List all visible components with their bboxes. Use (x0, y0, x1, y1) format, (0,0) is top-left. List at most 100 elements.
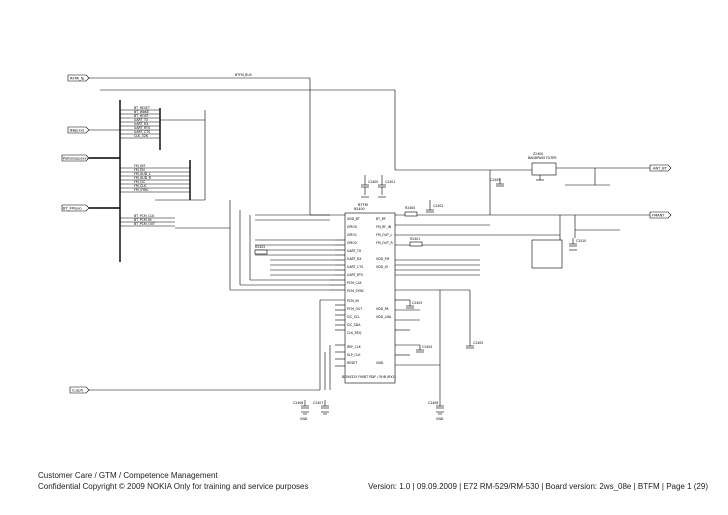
sig-b2-6: FM_SYNC (134, 188, 150, 192)
sig-b2-0: FM_INT (134, 164, 146, 168)
signal-block-2: FM_INT FM_EN FM_AUD_L FM_AUD_R FM_I2C FM… (120, 160, 205, 201)
ic-pin-l8: PCM_CLK (347, 281, 362, 285)
sig-b1-5: UART_RTS (134, 126, 150, 130)
port-rfpa: RFPA_fp (70, 77, 85, 81)
sig-b1-0: BT_RESET (134, 106, 150, 110)
port-cu: Cu(pf) (72, 389, 84, 393)
cap-c2400: C2400 (361, 175, 378, 195)
cap-c2407: C2407 (313, 400, 329, 409)
sig-b3-0: BT_PCM_CLK (134, 214, 155, 218)
cap-c2409: C2409 (490, 178, 504, 187)
ic-pin-r8: GND (376, 361, 384, 365)
cap-c2401-label: C2401 (385, 180, 395, 184)
ic-pin-l17: RESET (347, 361, 357, 365)
signal-block-1: BT_RESET BT_WAKE BT_HOST UART_TX UART_RX… (120, 106, 206, 200)
sig-b1-3: UART_TX (134, 118, 149, 122)
cap-c2402: C2402 (426, 200, 443, 213)
ic-pin-r3: FM_OUT_R (376, 241, 394, 245)
sig-b1-1: BT_WAKE (134, 110, 149, 114)
schematic-diagram: RFPA_fp BBp(xx) PeBusupp(xx) BT_FM(xx) C… (61, 73, 672, 421)
ic-pin-l4: UART_TX (347, 249, 362, 253)
ic-right-wiring (395, 169, 560, 400)
sig-b2-5: FM_CLK (134, 184, 147, 188)
port-ant-bt: ANT_BT (653, 167, 668, 171)
ic-pin-l6: UART_CTS (347, 265, 363, 269)
fm-matching-block (531, 239, 563, 269)
gnd-label-1: GND (300, 417, 308, 421)
footer-version: Version: 1.0 | 09.09.2009 | E72 RM-529/R… (368, 482, 708, 491)
ic-pin-l7: UART_RTS (347, 273, 363, 277)
cap-c2406: C2406 (293, 400, 309, 409)
cap-c2408: C2408 (428, 400, 444, 409)
gnd-label-2: GND (436, 417, 444, 421)
ic-pin-r6: VDD_PA (376, 307, 389, 311)
cap-c2402-label: C2402 (433, 204, 443, 208)
ic-pin-l2: GPIO1 (347, 233, 357, 237)
filter-ref: Z2400 (533, 152, 543, 156)
sig-b1-6: UART_CTS (134, 130, 150, 134)
signal-block-3: BT_PCM_CLK BT_PCM_IN BT_PCM_OUT (120, 200, 231, 290)
sig-b3-1: BT_PCM_IN (134, 218, 152, 222)
footer-department: Customer Care / GTM / Competence Managem… (38, 471, 218, 480)
port-pebus: PeBusupp(xx) (63, 157, 88, 161)
cap-c2406-label: C2406 (293, 401, 303, 405)
main-ic: BTFM N2400 BCM4325 FM/BT PDIF / SHB (RX1… (324, 203, 396, 390)
filter-ic (531, 162, 557, 176)
cap-c2410: C2410 (569, 238, 586, 247)
ic-pin-r2: FM_OUT_L (376, 233, 393, 237)
port-btfm: BT_FM(xx) (63, 207, 82, 211)
cap-c2404: C2404 (416, 345, 432, 353)
cap-c2401: C2401 (378, 175, 395, 195)
cap-c2403-label: C2403 (412, 301, 422, 305)
sig-b2-3: FM_AUD_R (134, 176, 152, 180)
sig-b1-2: BT_HOST (134, 114, 149, 118)
ic-pin-l14: CLK_REQ (347, 331, 362, 335)
ic-pin-l3: GPIO2 (347, 241, 357, 245)
ic-pin-r4: VDD_FM (376, 257, 390, 261)
ic-pin-r1: FM_RF_IN (376, 225, 392, 229)
ic-ref: N2400 (354, 207, 365, 211)
ic-pin-l5: UART_RX (347, 257, 362, 261)
ic-part: BCM4325 FM/BT PDIF / SHB (RX1) (342, 375, 396, 379)
ic-pin-l15: REF_CLK (347, 345, 362, 349)
sig-b2-4: FM_I2C (134, 180, 146, 184)
cap-c2400-label: C2400 (368, 180, 378, 184)
resistors: R2400 R2401 R2402 (254, 206, 423, 255)
resistor-r2401 (409, 241, 423, 247)
net-top-label: BTFM_BUS (235, 73, 252, 77)
ic-pin-l13: I2C_SDA (347, 323, 361, 327)
resistor-r2402 (254, 249, 268, 255)
ic-pin-r5: VDD_IO (376, 265, 389, 269)
port-fmant: FMANT (652, 214, 665, 218)
cap-c2408-label: C2408 (428, 401, 438, 405)
port-bbp: BBp(xx) (70, 129, 85, 133)
ic-pin-l0: VDD_BT (347, 217, 360, 221)
ic-pin-l9: PCM_SYNC (347, 289, 365, 293)
cap-c2409-label: C2409 (490, 178, 500, 182)
cap-c2407-label: C2407 (313, 401, 323, 405)
cap-c2404-label: C2404 (422, 345, 432, 349)
ground-symbols: GND GND (300, 179, 577, 421)
resistor-r2402-label: R2402 (255, 245, 265, 249)
ic-pin-l11: PCM_OUT (347, 307, 362, 311)
resistor-r2401-label: R2401 (410, 237, 420, 241)
sig-b2-1: FM_EN (134, 168, 145, 172)
ic-pin-l16: SLP_CLK (347, 353, 361, 357)
routing-wires (89, 210, 345, 391)
ic-pin-l12: I2C_SCL (347, 315, 360, 319)
resistor-r2400-label: R2400 (405, 206, 415, 210)
footer-copyright: Confidential Copyright © 2009 NOKIA Only… (38, 482, 309, 491)
capacitors: C2400 C2401 C2402 C2403 C2404 C2405 (293, 175, 586, 409)
cap-c2405-label: C2405 (473, 341, 483, 345)
filter-label: BANDPASS FILTER (528, 156, 557, 160)
ic-pin-r0: BT_RF (376, 217, 386, 221)
ic-pin-r7: VDD_LNA (376, 315, 392, 319)
sig-b1-4: UART_RX (134, 122, 149, 126)
top-bus: BTFM_BUS (89, 73, 396, 262)
ic-pin-l10: PCM_IN (347, 299, 359, 303)
resistor-r2400 (404, 211, 418, 217)
rf-section: Z2400 BANDPASS FILTER ANT_BT FMANT (490, 152, 672, 269)
ic-pin-l1: GPIO0 (347, 225, 357, 229)
sig-b3-2: BT_PCM_OUT (134, 222, 155, 226)
cap-c2405: C2405 (466, 340, 483, 349)
